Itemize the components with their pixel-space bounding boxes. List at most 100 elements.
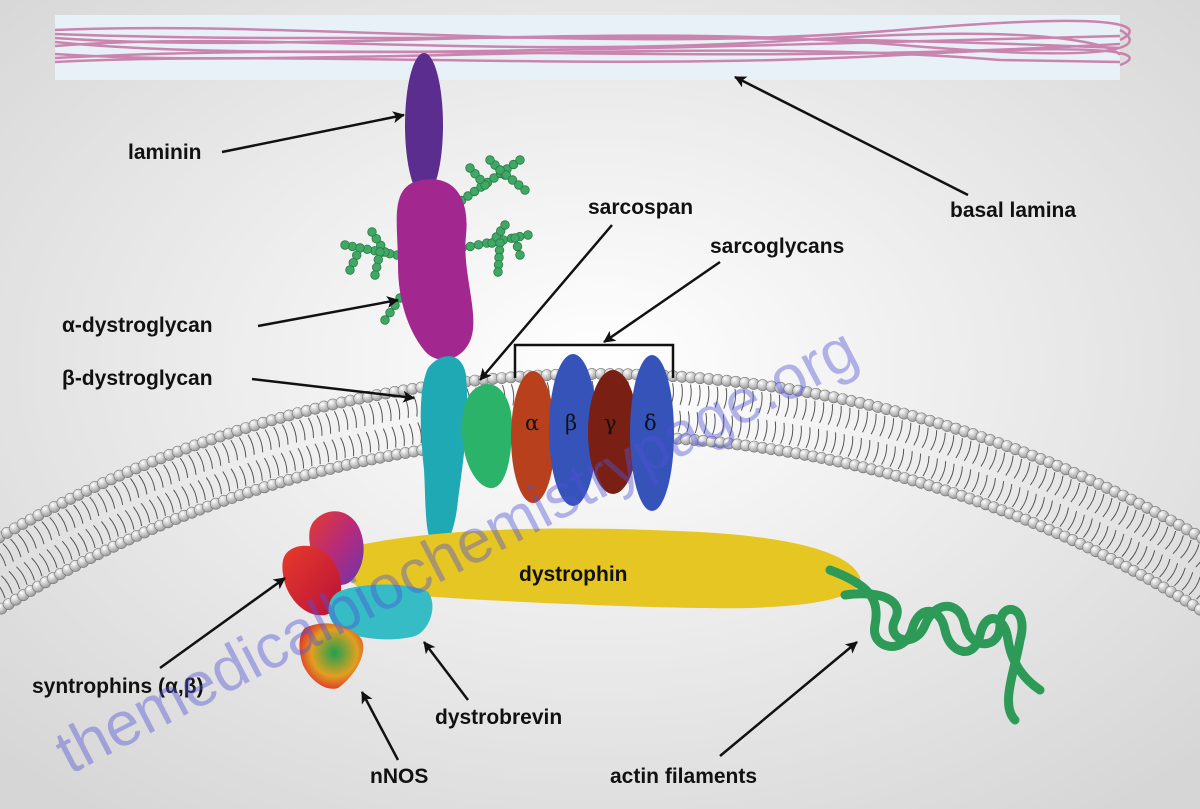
lipid-tail (729, 415, 733, 437)
lipid-tail (830, 432, 837, 454)
lipid-tail (247, 434, 255, 455)
glycan-bead (465, 163, 475, 173)
lipid-tail (1094, 494, 1105, 514)
lipid-tail (723, 387, 728, 409)
lipid-tail (1035, 497, 1045, 517)
arrow-beta-dystroglycan (251, 377, 415, 403)
lipid-tail (845, 407, 851, 429)
lipid-tail (788, 424, 794, 446)
lipid-tail (121, 481, 132, 502)
lipid-tail (33, 525, 45, 545)
lipid-tail (348, 435, 355, 457)
lipid-tail (1021, 462, 1031, 483)
lipid-tail (238, 437, 247, 458)
lipid-tail (316, 415, 323, 436)
lipid-tail (679, 383, 683, 405)
lipid-tail (914, 453, 922, 474)
glycan-bead (375, 247, 385, 257)
lipid-tail (1118, 505, 1129, 525)
lipid-tail (16, 566, 28, 586)
lipid-tail (749, 390, 754, 412)
lipid-tail (325, 413, 332, 434)
lipid-tail (54, 544, 65, 564)
glycan-bead (380, 315, 390, 325)
lipid-tail (822, 430, 828, 452)
lipid-tail (1067, 511, 1077, 531)
lipid-tail (746, 417, 751, 439)
lipid-tail (938, 461, 947, 482)
glycan-bead (373, 255, 384, 265)
lipid-tail (1110, 501, 1121, 522)
sarcoglycan-gamma (588, 370, 638, 494)
lipid-tail (38, 553, 50, 573)
lipid-tail (1038, 468, 1047, 489)
lipid-tail (188, 454, 197, 475)
lipid-tail (988, 449, 997, 470)
dystrophin-protein (344, 528, 861, 609)
lipid-tail (1180, 539, 1192, 559)
lipid-tail (290, 421, 298, 443)
lipid-tail (1129, 541, 1140, 561)
lipid-tail (1113, 533, 1125, 554)
lipid-tail (805, 427, 811, 449)
lipid-tail (146, 471, 156, 491)
lipid-tail (1196, 594, 1200, 600)
lipid-tail (395, 398, 401, 420)
lipid-tail (771, 421, 777, 443)
lipid-tail (222, 471, 231, 492)
lipid-tail (189, 483, 198, 504)
lipid-tail (1012, 487, 1021, 508)
glycan-bead (485, 155, 495, 165)
lipid-tail (156, 496, 166, 516)
lipid-tail (1106, 529, 1117, 550)
lipid-tail (810, 400, 816, 422)
syntrophin-alpha (282, 545, 342, 616)
lipid-tail (1013, 458, 1022, 479)
lipid-tail (369, 403, 375, 425)
sarcoglycan-delta (630, 355, 674, 511)
lipid-tail (1164, 530, 1177, 550)
lipid-tail (972, 443, 980, 464)
sarcospan-protein (462, 383, 512, 489)
lipid-tail (273, 426, 280, 448)
lipid-tail (971, 472, 980, 493)
lipid-tail (896, 420, 903, 441)
lipid-tail (1157, 526, 1169, 546)
lipid-tail (138, 474, 148, 495)
lipid-tail (101, 521, 111, 541)
lipid-tail (214, 474, 222, 495)
glycan-bead (508, 159, 519, 170)
lipid-tail (767, 393, 772, 415)
lipid-tail (108, 517, 119, 537)
dystrobrevin-protein (328, 584, 433, 640)
lipid-tail (140, 502, 151, 523)
lipid-tail (113, 485, 124, 505)
lipid-tail (836, 405, 842, 427)
lipid-tail (1174, 567, 1186, 587)
lipid-tail (1086, 490, 1097, 510)
glycan-bead (495, 165, 505, 175)
glycan-bead (370, 270, 380, 280)
lipid-tail (85, 528, 96, 549)
glycan-bead (489, 173, 499, 183)
lipid-tail (171, 461, 180, 482)
dystrophin-label: dystrophin (519, 563, 628, 586)
arrow-dystrobrevin (423, 641, 469, 701)
lipid-tail (1070, 482, 1080, 503)
lipid-tail (1133, 513, 1145, 533)
lipid-tail (342, 409, 349, 430)
glycan-bead (515, 155, 525, 165)
lipid-tail (65, 508, 76, 528)
lipid-tail (775, 394, 781, 416)
glycan-bead (371, 233, 382, 244)
lipid-tail (132, 506, 143, 527)
lipid-tail (947, 435, 955, 456)
lipid-tail (179, 457, 189, 478)
lipid-tail (1075, 514, 1085, 535)
lipid-tail (1187, 544, 1200, 563)
lipid-tail (213, 445, 222, 466)
glycan-bead (372, 262, 382, 273)
glycan-bead (463, 191, 473, 201)
lipid-tail (61, 540, 73, 560)
